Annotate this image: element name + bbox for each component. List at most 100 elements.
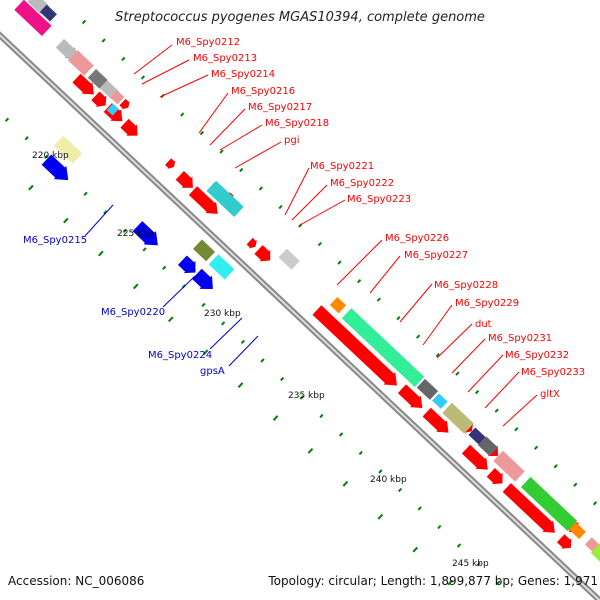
tick-mark	[239, 167, 244, 173]
gene-outer-feature-22[interactable]	[39, 4, 57, 22]
tick-mark	[278, 204, 283, 210]
gene-inner-6[interactable]	[177, 254, 202, 279]
tick-mark	[83, 191, 88, 196]
outer-labels: M6_Spy0212 M6_Spy0213 M6_Spy0214 M6_Spy0…	[133, 37, 585, 427]
label-m6-spy0216: M6_Spy0216	[231, 86, 295, 97]
gene-outer-red-10[interactable]	[253, 244, 275, 266]
gene-outer-feature-9[interactable]	[341, 308, 425, 387]
gene-outer-feature-13[interactable]	[468, 427, 486, 445]
tick-mark	[122, 228, 128, 233]
tick-mark	[103, 210, 108, 215]
gene-outer-red-4[interactable]	[119, 118, 143, 142]
gene-outer-feature-16[interactable]	[520, 476, 578, 531]
label-m6-spy0228: M6_Spy0228	[434, 280, 498, 291]
gene-outer-red-12[interactable]	[397, 383, 428, 414]
tick-mark	[533, 445, 539, 450]
gene-inner-3[interactable]	[40, 153, 74, 187]
tick-mark	[260, 358, 265, 363]
label-m6-spy0218: M6_Spy0218	[265, 118, 329, 129]
accession-text: Accession: NC_006086	[8, 574, 145, 588]
tick-mark	[455, 371, 460, 376]
label-m6-spy0214: M6_Spy0214	[211, 69, 275, 80]
gene-inner-4[interactable]	[131, 220, 164, 252]
tick-mark	[447, 579, 454, 586]
tick-mark	[476, 561, 481, 567]
kbp-label-230: 230 kbp	[204, 309, 241, 319]
label-m6-spy0215: M6_Spy0215	[23, 235, 87, 246]
gene-outer-red-15[interactable]	[485, 467, 507, 489]
tick-mark	[24, 136, 29, 141]
gene-outer-feature-10[interactable]	[416, 378, 439, 400]
gene-inner-7[interactable]	[208, 254, 235, 280]
tick-mark	[317, 241, 322, 247]
tick-mark	[4, 117, 10, 122]
tick-mark	[456, 543, 462, 548]
gene-outer-feature-12[interactable]	[442, 402, 474, 434]
inner-labels: M6_Spy0215 M6_Spy0220 M6_Spy0224 gpsA	[23, 204, 259, 377]
tick-mark	[342, 480, 349, 487]
tick-mark	[121, 56, 126, 62]
gene-outer-feature-5[interactable]	[106, 103, 119, 116]
gene-outer-feature-19[interactable]	[590, 542, 600, 567]
gene-outer-red-11[interactable]	[311, 304, 403, 392]
label-m6-spy0220: M6_Spy0220	[101, 307, 165, 318]
kbp-label-235: 235 kbp	[288, 391, 325, 401]
tick-mark	[307, 448, 314, 454]
gene-outer-red-14[interactable]	[461, 443, 494, 475]
gene-outer-red-16[interactable]	[501, 482, 560, 539]
tick-mark	[199, 130, 205, 136]
tick-mark	[299, 395, 304, 400]
tick-mark	[258, 186, 263, 191]
gene-outer-red-17[interactable]	[556, 533, 576, 553]
label-m6-spy0212: M6_Spy0212	[176, 37, 240, 48]
tick-mark	[553, 464, 558, 469]
tick-mark	[376, 297, 381, 302]
tick-mark	[140, 75, 146, 80]
label-m6-spy0223: M6_Spy0223	[347, 194, 411, 205]
tick-mark	[142, 247, 147, 252]
tick-mark	[237, 382, 244, 388]
gene-outer-red-5[interactable]	[164, 157, 178, 171]
gene-outer-feature-7[interactable]	[278, 248, 300, 270]
label-m6-spy0217: M6_Spy0217	[248, 102, 312, 113]
gene-outer-feature-4[interactable]	[110, 90, 125, 105]
gene-outer-red-0[interactable]	[14, 0, 52, 36]
gene-outer-feature-2[interactable]	[87, 69, 108, 89]
gene-inner-8[interactable]	[191, 267, 219, 295]
label-gltx: gltX	[540, 389, 560, 400]
gene-inner-2[interactable]	[53, 135, 83, 164]
tick-mark	[319, 413, 324, 419]
gene-outer-red-6[interactable]	[174, 170, 198, 194]
tick-mark	[280, 376, 285, 382]
kbp-label-240: 240 kbp	[370, 475, 407, 485]
gene-inner-5[interactable]	[193, 239, 216, 262]
gene-outer-red-1[interactable]	[71, 72, 99, 100]
tick-mark	[415, 334, 421, 339]
tick-mark	[396, 316, 401, 321]
gene-outer-red-7[interactable]	[188, 185, 223, 220]
gene-outer-feature-14[interactable]	[477, 436, 498, 457]
gene-outer-feature-6[interactable]	[206, 180, 244, 217]
gene-outer-feature-8[interactable]	[329, 296, 347, 314]
gene-outer-red-2[interactable]	[90, 90, 111, 111]
tick-mark	[81, 19, 87, 25]
gene-outer-feature-17[interactable]	[568, 522, 586, 540]
tick-mark	[240, 339, 245, 344]
gene-outer-feature-15[interactable]	[493, 450, 525, 482]
gene-outer-red-19[interactable]	[118, 98, 132, 112]
gene-outer-feature-1[interactable]	[68, 50, 94, 76]
label-m6-spy0233: M6_Spy0233	[521, 367, 585, 378]
gene-outer-feature-11[interactable]	[432, 393, 448, 409]
tick-mark	[397, 487, 403, 493]
kbp-label-225: 225 kbp	[117, 229, 154, 239]
gene-features	[14, 0, 600, 567]
kbp-labels: 220 kbp 225 kbp 230 kbp 235 kbp 240 kbp …	[32, 151, 489, 569]
tick-mark	[437, 524, 442, 530]
label-m6-spy0227: M6_Spy0227	[404, 250, 468, 261]
map-title: Streptococcus pyogenes MGAS10394, comple…	[115, 10, 485, 25]
gene-outer-red-9[interactable]	[246, 237, 260, 251]
tick-mark	[377, 513, 384, 520]
gene-outer-red-13[interactable]	[421, 406, 454, 438]
label-m6-spy0221: M6_Spy0221	[310, 161, 374, 172]
